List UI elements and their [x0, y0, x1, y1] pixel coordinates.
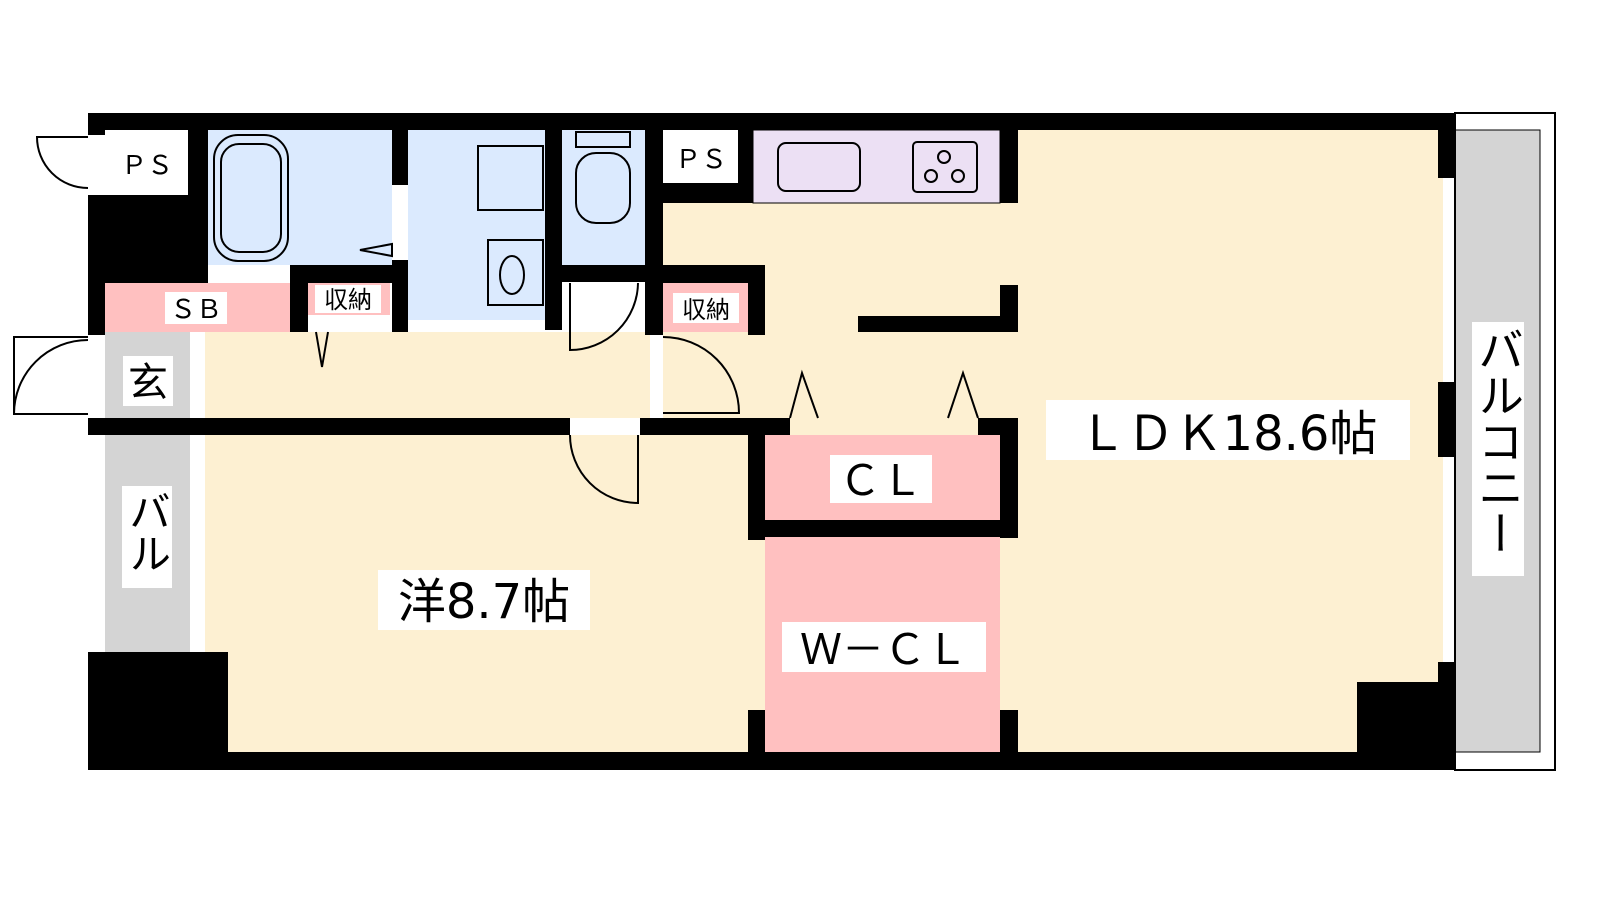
toilet-room	[562, 130, 645, 265]
bathtub	[213, 134, 289, 262]
bathroom	[208, 130, 392, 265]
western-room-label: 洋8.7帖	[398, 574, 570, 630]
washing-machine-pan	[477, 145, 544, 211]
washroom	[408, 130, 545, 320]
ldk-label: ＬＤＫ18.6帖	[1079, 406, 1378, 462]
hallway-floor	[205, 332, 650, 418]
shoe-box-label: ＳＢ	[170, 295, 222, 325]
sink	[777, 142, 861, 192]
closet-label: ＣＬ	[839, 456, 923, 505]
stove	[912, 141, 978, 193]
storage-kitchen-label: 収納	[682, 296, 730, 324]
entrance-label: 玄	[128, 360, 168, 406]
balcony-small-label: バル	[123, 490, 172, 574]
toilet	[575, 131, 631, 148]
ps-right-label: ＰＳ	[675, 145, 727, 175]
doors[interactable]	[13, 136, 979, 505]
ps-right-area	[663, 130, 738, 183]
balcony-label: バルコニー	[1471, 326, 1525, 556]
ps-left-label: ＰＳ	[121, 151, 173, 181]
walls	[88, 113, 1455, 770]
storage-hall-label: 収納	[324, 286, 372, 314]
wash-basin	[487, 239, 544, 306]
walk-in-closet-label: Ｗ－ＣＬ	[800, 625, 968, 674]
